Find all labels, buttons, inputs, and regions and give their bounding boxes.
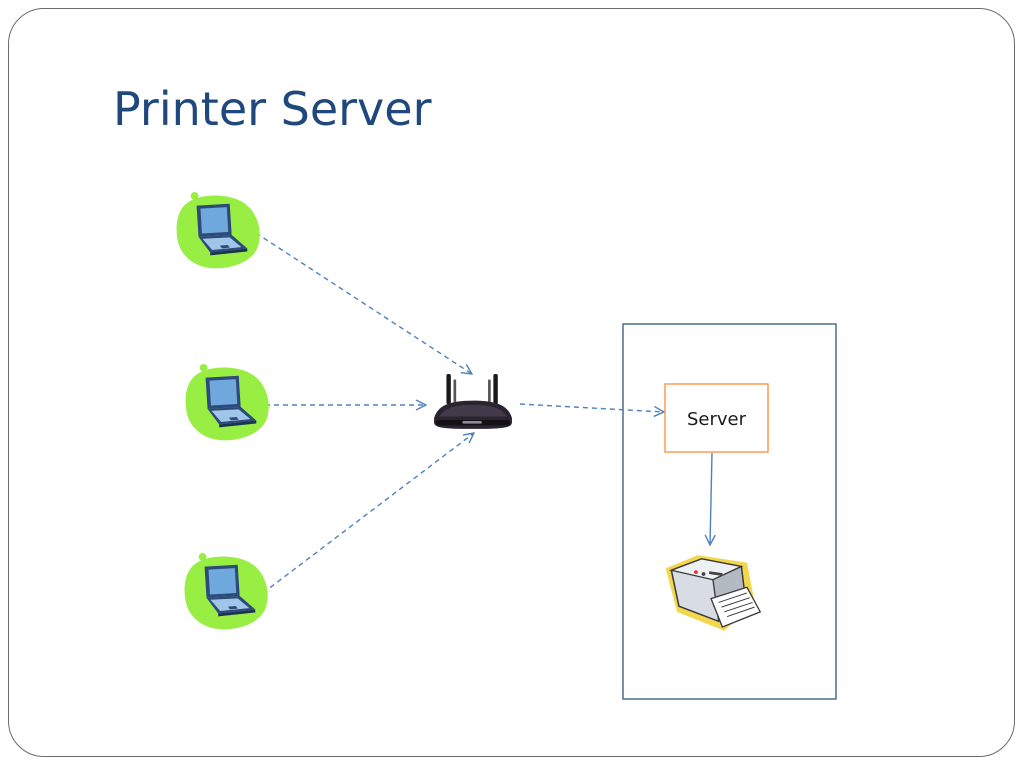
server-group-box bbox=[622, 323, 837, 700]
wireless-router-icon bbox=[434, 374, 512, 429]
connector-laptop1-router bbox=[255, 232, 472, 374]
connector-server-printer bbox=[710, 452, 712, 545]
laptop-icon bbox=[184, 553, 268, 630]
slide-title: Printer Server bbox=[113, 82, 432, 136]
server-box bbox=[664, 383, 769, 453]
printer-icon bbox=[664, 554, 762, 632]
laptop-icon bbox=[176, 192, 260, 269]
server-label: Server bbox=[687, 409, 747, 430]
connector-laptop3-router bbox=[262, 433, 474, 594]
connector-router-server bbox=[519, 403, 664, 412]
slide-frame bbox=[8, 8, 1015, 757]
laptop-icon bbox=[185, 364, 269, 441]
